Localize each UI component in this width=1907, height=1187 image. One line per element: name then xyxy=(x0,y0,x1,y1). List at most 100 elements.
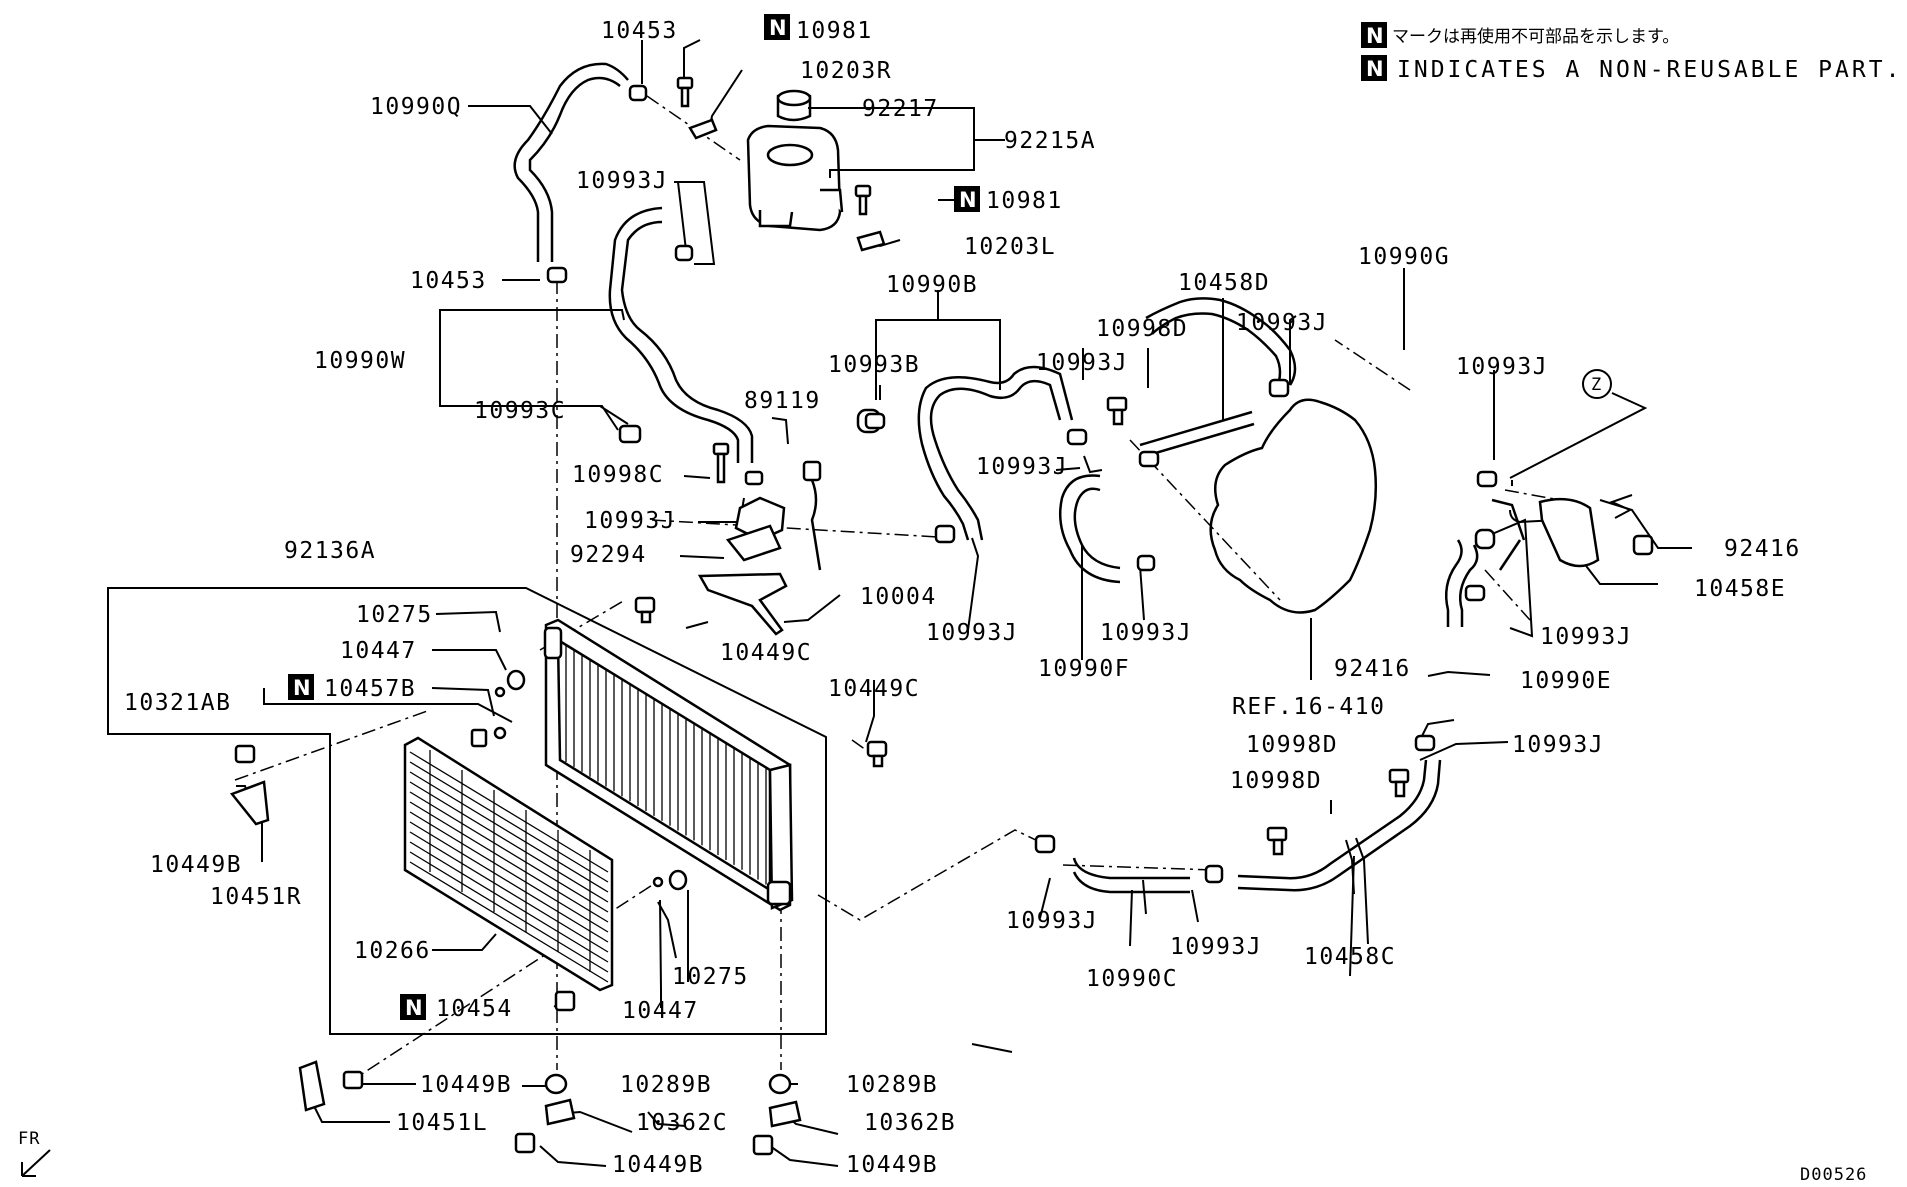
callout-10990Q: 10990Q xyxy=(370,94,462,120)
non-reusable-badge: N xyxy=(400,994,426,1020)
washer-icon xyxy=(494,686,506,698)
callout-10447: 10447 xyxy=(340,638,417,664)
clip-icon xyxy=(546,266,568,284)
callout-10458C: 10458C xyxy=(1304,944,1396,970)
bolt-icon xyxy=(514,1132,536,1154)
callout-10362B: 10362B xyxy=(864,1110,956,1136)
clip-icon xyxy=(1034,834,1056,854)
bracket-icon xyxy=(697,572,788,636)
non-reusable-badge: N xyxy=(288,674,314,700)
reservoir-tank xyxy=(746,124,844,232)
bolt-icon xyxy=(676,76,694,108)
non-reusable-badge: N xyxy=(764,14,790,40)
hoses xyxy=(513,62,1479,894)
svg-text:N: N xyxy=(959,188,977,212)
bolt-icon xyxy=(854,184,872,216)
callout-10449C: 10449C xyxy=(828,676,920,702)
callout-10449C: 10449C xyxy=(720,640,812,666)
clip-icon xyxy=(1464,584,1486,602)
non-reusable-badge: N xyxy=(1361,55,1387,81)
legend: N マークは再使用不可部品を示します。 N INDICATES A NON-RE… xyxy=(1361,22,1902,83)
legend-en-text: INDICATES A NON-REUSABLE PART. xyxy=(1397,57,1902,83)
bracket-icon xyxy=(688,118,718,140)
callout-92136A: 92136A xyxy=(284,538,376,564)
callout-92215A: 92215A xyxy=(1004,128,1096,154)
callout-10447: 10447 xyxy=(622,998,699,1024)
clip-icon xyxy=(674,244,694,262)
callout-10449B: 10449B xyxy=(420,1072,512,1098)
callout-10993J: 10993J xyxy=(584,508,676,534)
callout-10266: 10266 xyxy=(354,938,431,964)
bolt-icon xyxy=(1266,826,1288,856)
nut-icon xyxy=(1474,528,1496,550)
drawing-id: D00526 xyxy=(1800,1165,1867,1185)
callout-10449B: 10449B xyxy=(150,852,242,878)
callout-REF: REF.16-410 xyxy=(1232,694,1385,720)
callout-89119: 89119 xyxy=(744,388,821,414)
svg-text:N: N xyxy=(1366,57,1384,81)
clip-icon xyxy=(1136,554,1156,572)
callout-10993J: 10993J xyxy=(1456,354,1548,380)
callout-10998D: 10998D xyxy=(1246,732,1338,758)
callout-10990F: 10990F xyxy=(1038,656,1130,682)
svg-text:N: N xyxy=(1366,24,1384,48)
clip-icon xyxy=(1204,864,1224,884)
callout-10981: 10981 xyxy=(796,18,873,44)
callout-10998D: 10998D xyxy=(1096,316,1188,342)
callout-10990G: 10990G xyxy=(1358,244,1450,270)
washer-icon xyxy=(668,869,688,891)
callout-10998C: 10998C xyxy=(572,462,664,488)
callout-92217: 92217 xyxy=(862,96,939,122)
callout-10993B: 10993B xyxy=(828,352,920,378)
bolt-icon xyxy=(634,596,656,624)
clip-icon xyxy=(1138,450,1160,468)
condenser xyxy=(403,736,614,992)
callout-10275: 10275 xyxy=(672,964,749,990)
bracket-icon xyxy=(768,1100,802,1128)
engine-outline xyxy=(1209,398,1378,614)
callout-10449B: 10449B xyxy=(612,1152,704,1178)
clip-icon xyxy=(864,412,886,430)
clip-icon xyxy=(628,84,648,102)
grommet-icon xyxy=(544,1073,568,1095)
clip-icon xyxy=(1268,378,1290,398)
callout-10004: 10004 xyxy=(860,584,937,610)
callout-10451R: 10451R xyxy=(210,884,302,910)
svg-text:FR: FR xyxy=(18,1129,40,1149)
bolt-icon xyxy=(866,740,888,768)
bracket-icon xyxy=(544,1098,576,1126)
clip-icon xyxy=(934,524,956,544)
radiator-assembly-boundary xyxy=(107,587,827,1035)
bolt-icon xyxy=(1106,396,1128,426)
svg-text:N: N xyxy=(405,996,423,1020)
bracket-icon xyxy=(298,1060,326,1112)
reservoir-cap xyxy=(776,89,812,122)
bolt-icon xyxy=(554,990,576,1012)
callout-10990W: 10990W xyxy=(314,348,406,374)
callout-10993C: 10993C xyxy=(474,398,566,424)
callout-10993J: 10993J xyxy=(576,168,668,194)
callout-10457B: 10457B xyxy=(324,676,416,702)
callout-10993J: 10993J xyxy=(1036,350,1128,376)
clip-icon xyxy=(1066,428,1088,446)
nut-icon xyxy=(1632,534,1654,556)
callout-10451L: 10451L xyxy=(396,1110,488,1136)
callout-92294: 92294 xyxy=(570,542,647,568)
callout-10993J: 10993J xyxy=(1236,310,1328,336)
callout-10990B: 10990B xyxy=(886,272,978,298)
callout-10289B: 10289B xyxy=(846,1072,938,1098)
bracket-icon xyxy=(856,230,886,252)
water-pump-icon xyxy=(725,496,786,562)
callout-10990C: 10990C xyxy=(1086,966,1178,992)
callout-10321AB: 10321AB xyxy=(124,690,231,716)
callout-10993J: 10993J xyxy=(1540,624,1632,650)
zone-z-marker: Z xyxy=(1509,369,1648,486)
svg-text:N: N xyxy=(769,16,787,40)
front-direction-arrow: FR xyxy=(18,1129,51,1177)
pipe-fitting-icon xyxy=(1491,497,1600,571)
callout-10990E: 10990E xyxy=(1520,668,1612,694)
callout-10993J: 10993J xyxy=(1100,620,1192,646)
callout-10981: 10981 xyxy=(986,188,1063,214)
non-reusable-badge: N xyxy=(1361,22,1387,48)
